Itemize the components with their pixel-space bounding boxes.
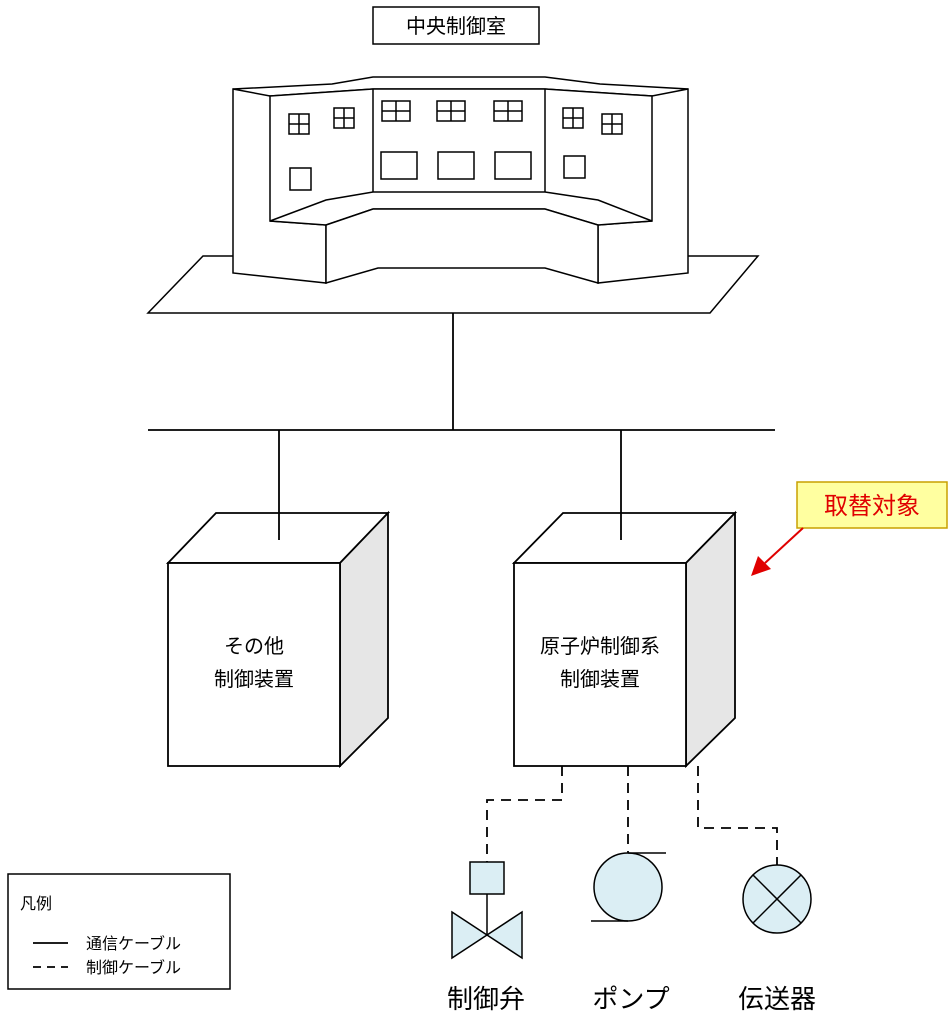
- other-cabinet-label-2: 制御装置: [214, 667, 294, 691]
- transmitter-control-cable: [697, 766, 778, 865]
- pump: [591, 852, 666, 922]
- screens-middle: [380, 100, 532, 180]
- valve-label: 制御弁: [447, 985, 525, 1015]
- console-desk-front: [325, 208, 599, 284]
- callout-arrow-head: [751, 556, 771, 576]
- transmitter-cross-2: [752, 874, 802, 924]
- legend-title: 凡例: [20, 894, 52, 913]
- control-room-illustration: [146, 76, 760, 314]
- control-room-title: 中央制御室: [372, 6, 540, 45]
- legend-control-label: 制御ケーブル: [86, 958, 181, 977]
- screens-right: [562, 107, 623, 179]
- valve-control-cable: [486, 766, 563, 862]
- legend: 凡例 通信ケーブル 制御ケーブル: [7, 873, 231, 990]
- reactor-cabinet-front: [513, 562, 687, 767]
- transmitter-label: 伝送器: [738, 985, 816, 1015]
- reactor-control-cabinet: 原子炉制御系 制御装置: [511, 510, 738, 769]
- title-text: 中央制御室: [406, 14, 506, 38]
- pump-label: ポンプ: [592, 985, 669, 1015]
- callout-box: [796, 481, 948, 529]
- legend-comm-label: 通信ケーブル: [86, 934, 181, 953]
- valve-body-right: [485, 910, 523, 960]
- other-cabinet-front: [167, 562, 341, 767]
- reactor-cabinet-label-1: 原子炉制御系: [540, 634, 660, 658]
- replacement-target-callout: 取替対象: [751, 481, 948, 576]
- screens-left: [288, 107, 355, 191]
- valve-body-left: [451, 910, 489, 960]
- communication-network: [148, 313, 775, 512]
- valve-actuator: [469, 861, 505, 895]
- legend-box: [7, 873, 231, 990]
- pump-body: [593, 852, 663, 922]
- control-cables: [486, 766, 778, 865]
- other-cabinet-label-1: その他: [224, 634, 284, 658]
- control-valve: [451, 861, 523, 960]
- title-box: [372, 6, 540, 45]
- other-control-cabinet: その他 制御装置: [165, 510, 391, 769]
- transmitter: [742, 864, 812, 934]
- callout-text: 取替対象: [824, 492, 920, 520]
- reactor-cabinet-label-2: 制御装置: [560, 667, 640, 691]
- callout-arrow-line: [764, 527, 804, 564]
